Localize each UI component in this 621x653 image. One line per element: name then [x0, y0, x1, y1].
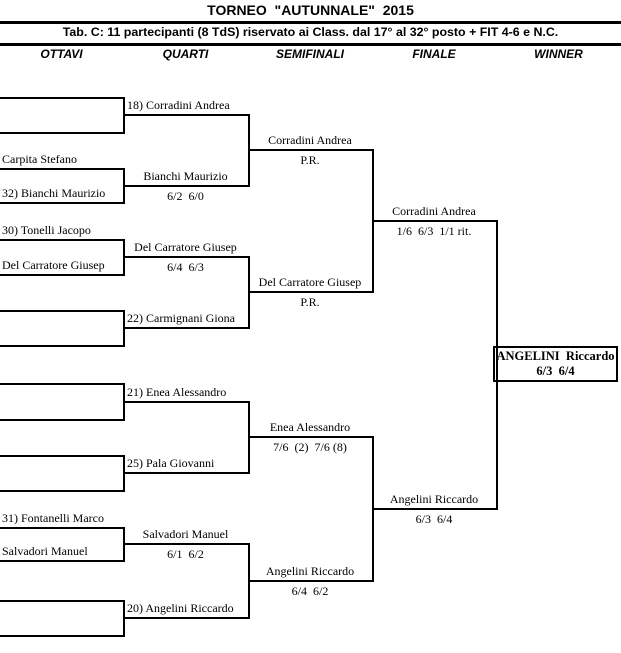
semifinale-player-name: Del Carratore Giusep: [258, 275, 362, 289]
quarti-score: 6/2 6/0: [167, 189, 204, 203]
quarti-player-name: 22) Carmignani Giona: [127, 311, 235, 325]
ottavi-line: [0, 274, 125, 276]
semifinale-score: 6/4 6/2: [291, 584, 329, 598]
round-header-semifinali: SEMIFINALI: [276, 47, 344, 61]
ottavi-line: [0, 490, 125, 492]
quarti-line: [123, 472, 250, 474]
semifinale-score: P.R.: [300, 153, 320, 167]
round-header-ottavi: OTTAVI: [40, 47, 83, 61]
winner-box: ANGELINI Riccardo 6/3 6/4: [493, 346, 618, 382]
ottavi-line: [0, 202, 125, 204]
ottavi-player-name: Del Carratore Giusep: [2, 258, 105, 272]
finale-line: [372, 220, 498, 222]
ottavi-line: [0, 132, 125, 134]
quarti-player-name: Bianchi Maurizio: [143, 169, 228, 183]
ottavi-player-name: 31) Fontanelli Marco: [2, 511, 104, 525]
quarti-score: 6/4 6/3: [167, 260, 204, 274]
semifinale-score: P.R.: [300, 295, 320, 309]
ottavi-player-name: Salvadori Manuel: [2, 544, 88, 558]
semifinale-player-name: Enea Alessandro: [269, 420, 351, 434]
ottavi-line: [0, 168, 125, 170]
finale-line: [372, 508, 498, 510]
quarti-player-name: 21) Enea Alessandro: [127, 385, 227, 399]
round-header-finale: FINALE: [412, 47, 456, 61]
ottavi-line: [0, 560, 125, 562]
quarti-line: [123, 185, 250, 187]
ottavi-player-name: 30) Tonelli Jacopo: [2, 223, 91, 237]
ottavi-line: [0, 635, 125, 637]
quarti-line: [123, 617, 250, 619]
ottavi-line: [0, 345, 125, 347]
title-rule: [0, 21, 621, 24]
round-header-winner: WINNER: [534, 47, 583, 61]
semifinale-line: [248, 436, 374, 438]
finale-player-name: Angelini Riccardo: [389, 492, 479, 506]
quarti-player-name: Salvadori Manuel: [142, 527, 229, 541]
quarti-line: [123, 543, 250, 545]
ottavi-line: [0, 455, 125, 457]
round-header-quarti: QUARTI: [162, 47, 209, 61]
ottavi-line: [0, 527, 125, 529]
semifinale-line: [248, 291, 374, 293]
quarti-line: [123, 256, 250, 258]
quarti-player-name: 25) Pala Giovanni: [127, 456, 215, 470]
subtitle-rule: [0, 43, 621, 46]
ottavi-line: [0, 600, 125, 602]
ottavi-player-name: 32) Bianchi Maurizio: [2, 186, 106, 200]
quarti-player-name: Del Carratore Giusep: [134, 240, 237, 254]
ottavi-line: [0, 97, 125, 99]
finale-player-name: Corradini Andrea: [392, 204, 476, 218]
quarti-player-name: 20) Angelini Riccardo: [127, 601, 234, 615]
ottavi-line: [0, 383, 125, 385]
finale-score: 6/3 6/4: [415, 512, 453, 526]
semifinale-player-name: Angelini Riccardo: [265, 564, 355, 578]
quarti-line: [123, 114, 250, 116]
draw-subtitle: Tab. C: 11 partecipanti (8 TdS) riservat…: [62, 25, 559, 39]
page-title: TORNEO "AUTUNNALE" 2015: [207, 2, 414, 18]
ottavi-line: [0, 310, 125, 312]
quarti-score: 6/1 6/2: [167, 547, 204, 561]
quarti-line: [123, 327, 250, 329]
semifinale-player-name: Corradini Andrea: [268, 133, 352, 147]
ottavi-line: [0, 419, 125, 421]
semifinale-score: 7/6 (2) 7/6 (8): [273, 440, 347, 454]
winner-connector: [496, 220, 498, 510]
ottavi-line: [0, 239, 125, 241]
winner-score: 6/3 6/4: [536, 364, 575, 378]
semifinale-line: [248, 149, 374, 151]
quarti-line: [123, 401, 250, 403]
quarti-player-name: 18) Corradini Andrea: [127, 98, 230, 112]
ottavi-player-name: Carpita Stefano: [2, 152, 77, 166]
semifinale-line: [248, 580, 374, 582]
finale-score: 1/6 6/3 1/1 rit.: [396, 224, 472, 238]
winner-name: ANGELINI Riccardo: [496, 349, 615, 363]
